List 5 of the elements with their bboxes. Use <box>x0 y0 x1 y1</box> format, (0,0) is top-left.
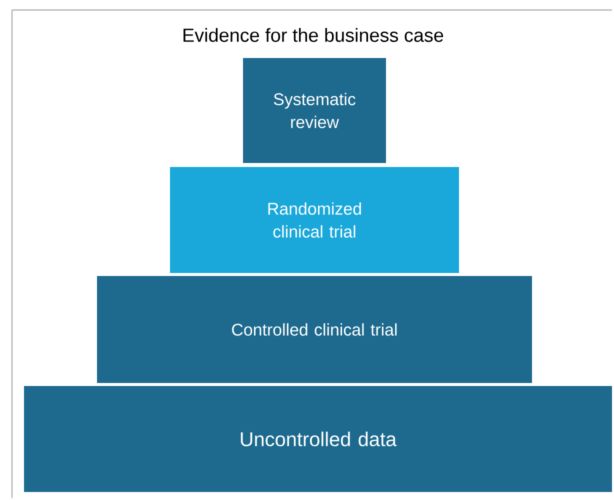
pyramid-tier: Systematic review <box>243 58 386 163</box>
pyramid-tier: Randomized clinical trial <box>170 167 459 273</box>
pyramid-tier: Controlled clinical trial <box>97 276 532 383</box>
pyramid-tier: Uncontrolled data <box>24 386 612 492</box>
title: Evidence for the business case <box>184 28 444 42</box>
